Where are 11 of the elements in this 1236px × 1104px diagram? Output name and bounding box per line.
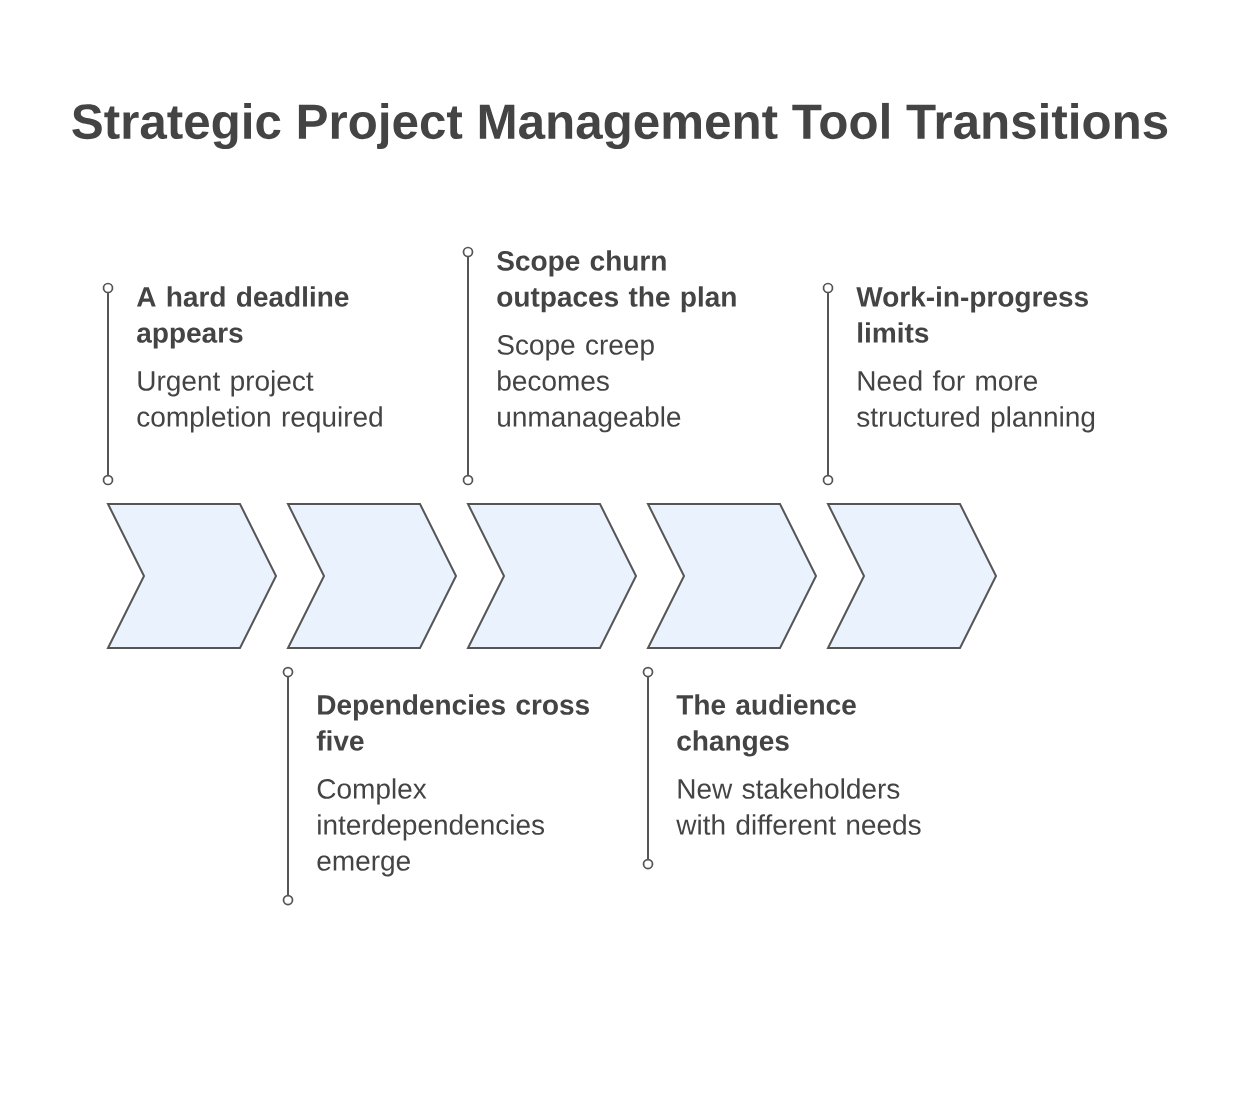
process-step — [466, 503, 638, 649]
process-step — [826, 503, 998, 649]
process-step — [106, 503, 278, 649]
process-step — [646, 503, 818, 649]
callout-text: Scope churn outpaces the plan Scope creep becomes unmanageable — [497, 250, 736, 433]
callout-text: Dependencies cross five Complex interdependencies emerge — [316, 694, 589, 877]
title: Strategic Project Management Tool Transitions — [72, 102, 1168, 150]
callout-text: Work-in-progress limits Need for more structured planning — [856, 286, 1095, 433]
process-step — [286, 503, 458, 649]
callout-text: The audience changes New stakeholders with different needs — [676, 694, 921, 835]
callout-text: A hard deadline appears Urgent project completion required — [136, 286, 382, 433]
